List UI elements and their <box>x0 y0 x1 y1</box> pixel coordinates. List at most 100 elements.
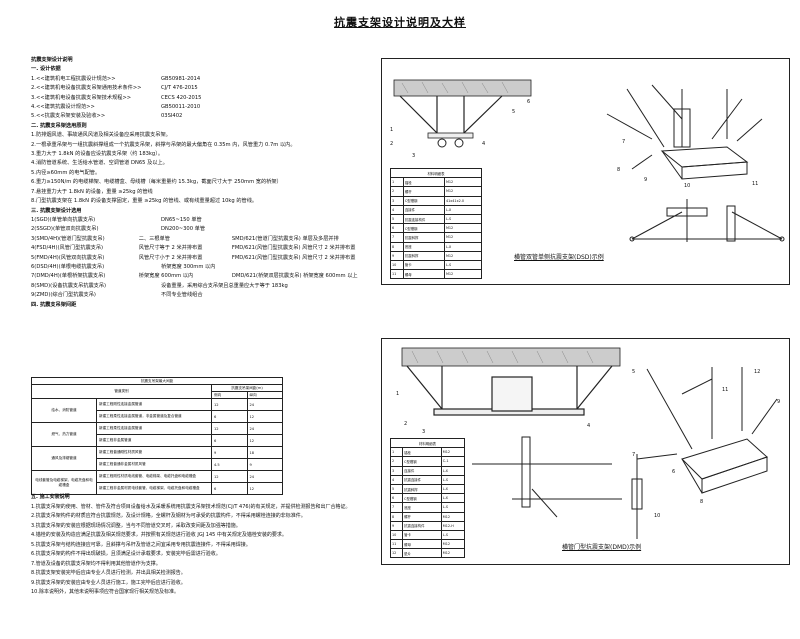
note-line: 2.一根承重吊架与一组抗震斜撑组成一个抗震支吊架，斜撑与吊架的最大偏角在 0.3… <box>31 141 296 148</box>
note-cell: 03SI402 <box>161 113 183 120</box>
row-item: 新建工程非金属管道 <box>96 434 212 447</box>
callout-number: 9 <box>777 399 781 405</box>
note-line: 五. 施工安装说明 <box>31 494 70 500</box>
row-side: 12 <box>211 470 248 483</box>
note-line: 8.门型抗震支架在 1.8kN 的设备支撑固定，重量 ≥25kg 的管线、或有线… <box>31 198 258 205</box>
ptable-cell: 6 <box>389 493 404 504</box>
row-group: 给水、消防管道 <box>31 398 97 423</box>
dmd-drawing <box>401 347 778 539</box>
note-cell: 4.<<建筑抗震设计规范>> <box>31 104 95 111</box>
note-cell: 1(SGD)(单管单向抗震支吊) <box>31 216 96 223</box>
note-cell: GB50981-2014 <box>161 75 201 82</box>
callout-number: 8 <box>700 499 704 505</box>
row-long: 24 <box>246 470 283 483</box>
row-side: 12 <box>211 398 248 411</box>
callout-number: 10 <box>684 183 691 189</box>
note-line: 三. 抗震支架设计选用 <box>31 207 82 214</box>
note-line: 8.抗震支架安装完毕后应由专业人员进行检测，并出具相关检测报告。 <box>31 570 186 576</box>
ptable-cell: C型槽钢 <box>402 223 445 234</box>
callout-number: 10 <box>654 513 661 519</box>
ptable-cell: M12 <box>443 269 483 280</box>
note-cell: 3.<<建筑机电设备抗震支吊架技术规程>> <box>31 94 132 101</box>
ptable-cell: L-S <box>440 502 466 513</box>
note-row: 4.<<建筑抗震设计规范>> GB50011-2010 <box>31 103 369 112</box>
callout-number: 5 <box>632 369 636 375</box>
spacing-table: 抗震支吊架最大间距管道类别抗震支吊架间距(m)侧向纵向给水、消防管道新建工程刚性… <box>31 377 283 495</box>
ptable-cell: L-S <box>443 259 483 271</box>
note-cell: FMD/621(风管门型抗震支吊) 风管尺寸 2 米并排布置 <box>231 254 356 261</box>
ptable-cell: 11 <box>389 539 404 550</box>
callout-number: 12 <box>754 369 761 375</box>
note-row: 2(SSGD)(单管双向抗震支吊)DN200~300 单管 <box>31 225 369 234</box>
row-long: 24 <box>246 422 283 435</box>
ptable-cell: 10 <box>389 529 404 541</box>
note-line: 4.消防管道系统、生活给水管道、空调管道 DN65 及以上。 <box>31 160 168 167</box>
ptable-cell: 9 <box>389 520 404 531</box>
callout-number: 6 <box>672 469 676 475</box>
ptable-cell: 连接件 <box>402 204 445 215</box>
callout-number: 1 <box>396 391 400 397</box>
ptable-cell: 管卡 <box>402 259 445 271</box>
note-row: 2.<<建筑机电设备抗震支吊架通用技术条件>>CJ/T 476-2015 <box>31 84 369 93</box>
note-cell: 5.<<抗震支吊架安装及验收>> <box>31 113 106 120</box>
ptable-cell: 螺杆 <box>402 186 445 197</box>
row-side: 4.5 <box>211 458 248 471</box>
note-cell: GB50011-2010 <box>161 104 201 111</box>
callout-number: 4 <box>482 141 486 147</box>
ptable-cell: 3 <box>389 465 404 476</box>
ptable-cell: C-1 <box>440 456 466 467</box>
ptable-cell: 螺母 <box>402 269 445 280</box>
row-item: 新建工程普通刚性材质风管 <box>96 446 212 459</box>
installation-notes: 五. 施工安装说明 1.抗震支吊架的使用、管材、管件及符合项目设备给水及采暖系统用… <box>31 493 361 598</box>
row-item: 新建工程柔性连接金属管道，非金属管道及复合管道 <box>96 410 212 423</box>
ptable-cell: 底座 <box>402 241 445 252</box>
row-side: 9 <box>211 446 248 459</box>
ptable-cell: 12 <box>389 548 404 559</box>
table-title: 抗震支吊架最大间距 <box>31 377 283 385</box>
row-item: 新建工程刚性连接金属管道 <box>96 398 212 411</box>
note-cell: CECS 420-2015 <box>161 94 202 101</box>
note-line: 5.内径≥60mm 的电气配管。 <box>31 169 101 176</box>
callout-number: 5 <box>512 109 516 115</box>
row-group: 燃气、热力管道 <box>31 422 97 447</box>
ptable-cell: 2 <box>389 456 404 467</box>
note-line: 1.抗震支吊架的使用、管材、管件及符合项目设备给水及采暖系统用抗震支吊架技术规范… <box>31 503 351 510</box>
row-long: 12 <box>246 482 283 495</box>
note-cell: 风管尺寸小于 2 米并排布置 <box>138 254 203 261</box>
ptable-cell: C型槽钢 <box>402 493 442 504</box>
callout-number: 4 <box>587 423 591 429</box>
note-line: 一. 设计依据 <box>31 66 61 73</box>
ptable-cell: 抗震斜撑 <box>402 250 445 261</box>
note-row: 9(ZMD)(综合门型抗震支吊)不同专业管线组合 <box>31 291 369 300</box>
ptable-title-row: 材料明细表 <box>390 167 482 179</box>
ptable-cell: 3 <box>390 195 404 206</box>
ptable-cell: 9 <box>390 250 404 261</box>
ptable-cell: M12 <box>440 511 466 522</box>
ptable-cell: L-S <box>440 529 466 541</box>
note-row: 5.<<抗震支吊架安装及验收>> 03SI402 <box>31 112 369 121</box>
ptable-cell: L-X <box>443 204 483 215</box>
ptable-cell: 41x41x2.0 <box>443 195 483 206</box>
ptable-cell: M12 <box>440 548 466 559</box>
ptable-cell: M12 <box>440 539 466 550</box>
row-side: 6 <box>211 410 248 423</box>
ptable-cell: 管卡 <box>402 529 442 541</box>
ptable-cell: 4 <box>390 204 404 215</box>
